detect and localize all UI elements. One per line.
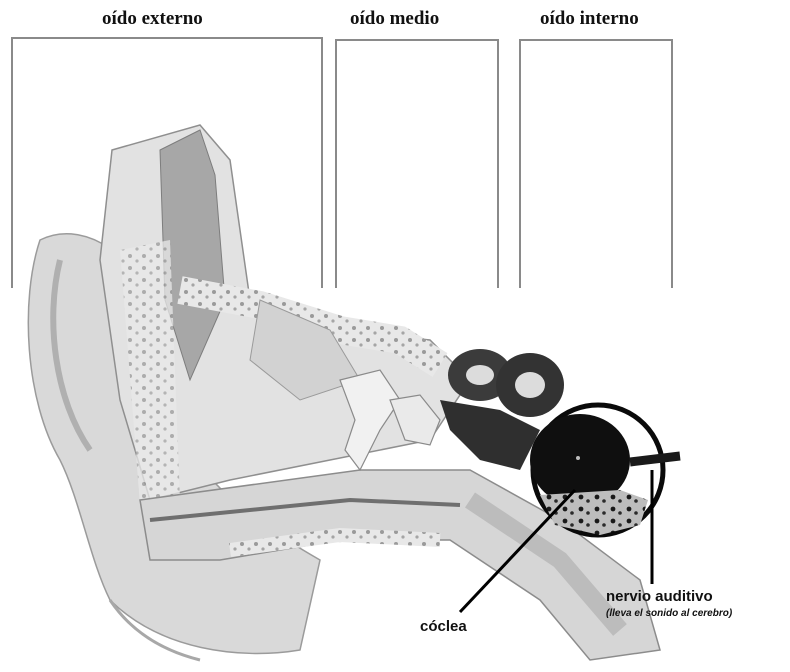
temporal-bone-block — [100, 125, 470, 505]
auditory-nerve-label: nervio auditivo — [606, 588, 713, 605]
middle-ear-bracket — [336, 40, 498, 288]
inner-ear-title: oído interno — [540, 8, 639, 30]
inner-ear-bracket — [520, 40, 672, 288]
cochlea-label: cóclea — [420, 618, 467, 635]
auditory-nerve-note: (lleva el sonido al cerebro) — [606, 608, 732, 619]
middle-ear-title: oído medio — [350, 8, 439, 30]
outer-ear-title: oído externo — [102, 8, 203, 30]
